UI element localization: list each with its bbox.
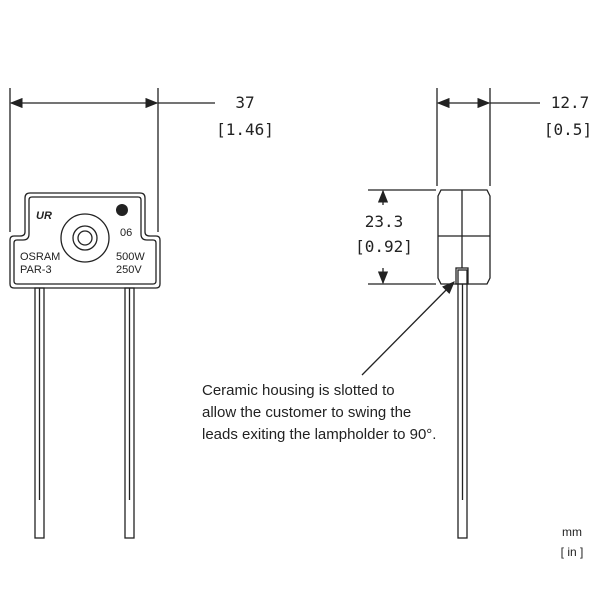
width-mm: 37 — [235, 93, 254, 112]
socket-contact — [77, 230, 93, 246]
wattage-label: 500W — [116, 251, 145, 263]
callout-text: Ceramic housing is slotted to allow the … — [202, 382, 436, 443]
units-secondary: [ in ] — [561, 545, 584, 559]
height-mm: 23.3 — [365, 212, 404, 231]
front-view: 37 [1.46] UR 06 OSRAM PAR-3 500W 250V — [9, 88, 274, 539]
housing-inner-outline — [13, 196, 157, 285]
socket-ring — [60, 213, 110, 263]
ur-cert-mark: UR — [36, 210, 52, 222]
lead-side — [457, 269, 468, 539]
housing-side-outline — [437, 189, 491, 285]
depth-mm: 12.7 — [551, 93, 590, 112]
housing-outline — [9, 192, 161, 289]
date-dial-icon — [116, 204, 128, 216]
voltage-label: 250V — [116, 264, 142, 276]
model-label: PAR-3 — [20, 264, 52, 276]
callout-line: leads exiting the lampholder to 90°. — [202, 426, 436, 443]
units-primary: mm — [562, 525, 582, 539]
depth-in: [0.5] — [544, 120, 592, 139]
brand-label: OSRAM — [20, 251, 60, 263]
callout-leader-arrow — [361, 281, 455, 376]
callout-line: Ceramic housing is slotted to — [202, 382, 395, 399]
side-view: 12.7 [0.5] 23.3 [0.92] — [355, 88, 592, 539]
width-in: [1.46] — [216, 120, 274, 139]
socket-hole — [72, 225, 98, 251]
callout-line: allow the customer to swing the — [202, 404, 411, 421]
date-code: 06 — [120, 227, 132, 239]
height-in: [0.92] — [355, 237, 413, 256]
